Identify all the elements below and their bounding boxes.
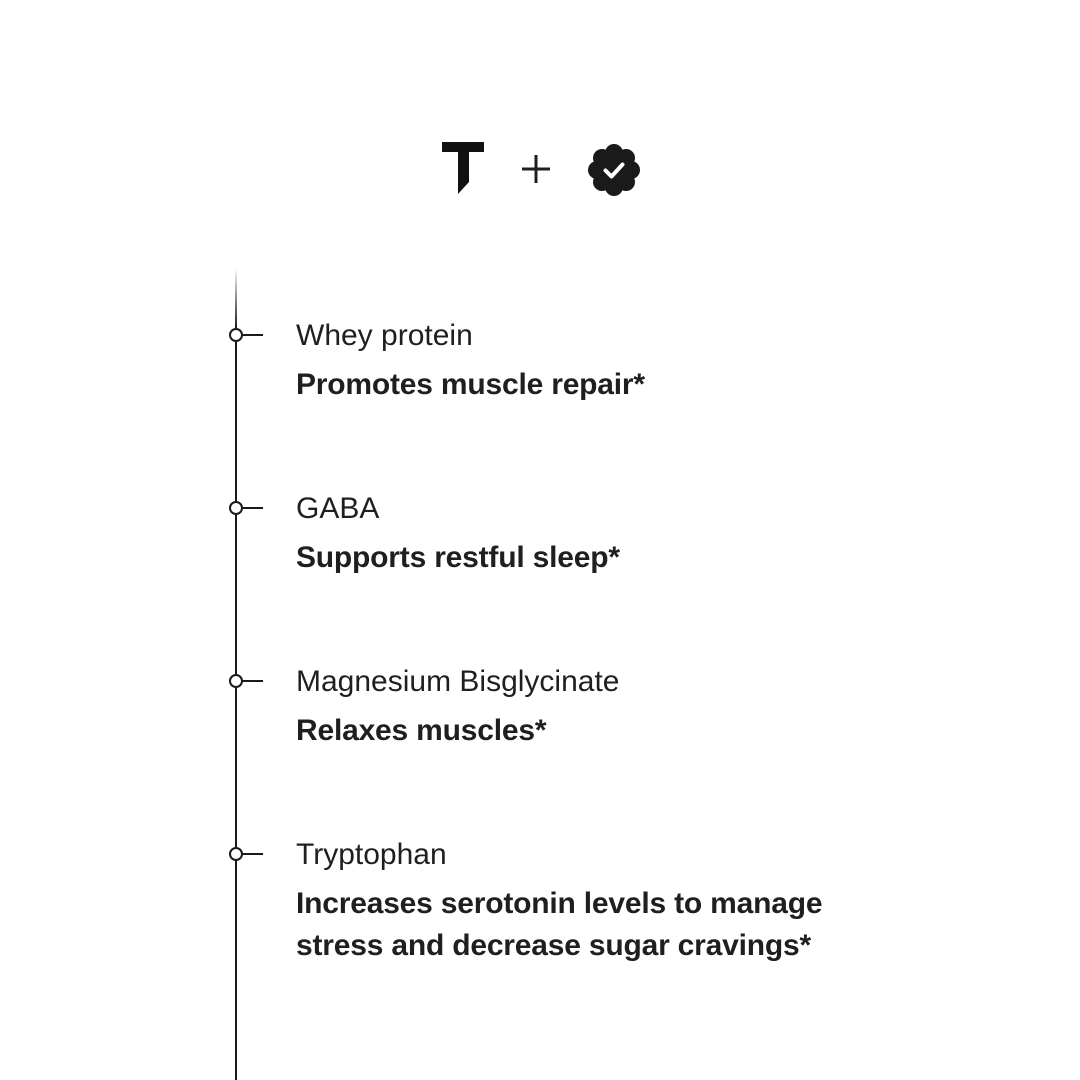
verified-badge-icon bbox=[588, 144, 640, 196]
ingredient-name: Magnesium Bisglycinate bbox=[296, 665, 620, 698]
brand-header bbox=[0, 140, 1080, 196]
ingredient-benefit: Increases serotonin levels to manage str… bbox=[296, 887, 823, 962]
ingredient-benefit: Promotes muscle repair* bbox=[296, 368, 645, 401]
timeline-node bbox=[227, 672, 263, 690]
plus-icon bbox=[522, 155, 550, 183]
ingredient-benefit: Relaxes muscles* bbox=[296, 714, 547, 747]
ingredient-item: GABA Supports restful sleep* bbox=[296, 491, 916, 579]
timeline-node bbox=[227, 326, 263, 344]
t-logo-icon bbox=[442, 142, 484, 194]
ingredient-name: Tryptophan bbox=[296, 838, 447, 871]
ingredient-item: Magnesium Bisglycinate Relaxes muscles* bbox=[296, 664, 916, 752]
ingredient-item: Whey protein Promotes muscle repair* bbox=[296, 318, 916, 406]
timeline-node bbox=[227, 499, 263, 517]
ingredient-name: GABA bbox=[296, 492, 380, 525]
timeline-node bbox=[227, 845, 263, 863]
ingredient-item: Tryptophan Increases serotonin levels to… bbox=[296, 837, 866, 967]
ingredient-benefit: Supports restful sleep* bbox=[296, 541, 620, 574]
ingredient-name: Whey protein bbox=[296, 319, 473, 352]
